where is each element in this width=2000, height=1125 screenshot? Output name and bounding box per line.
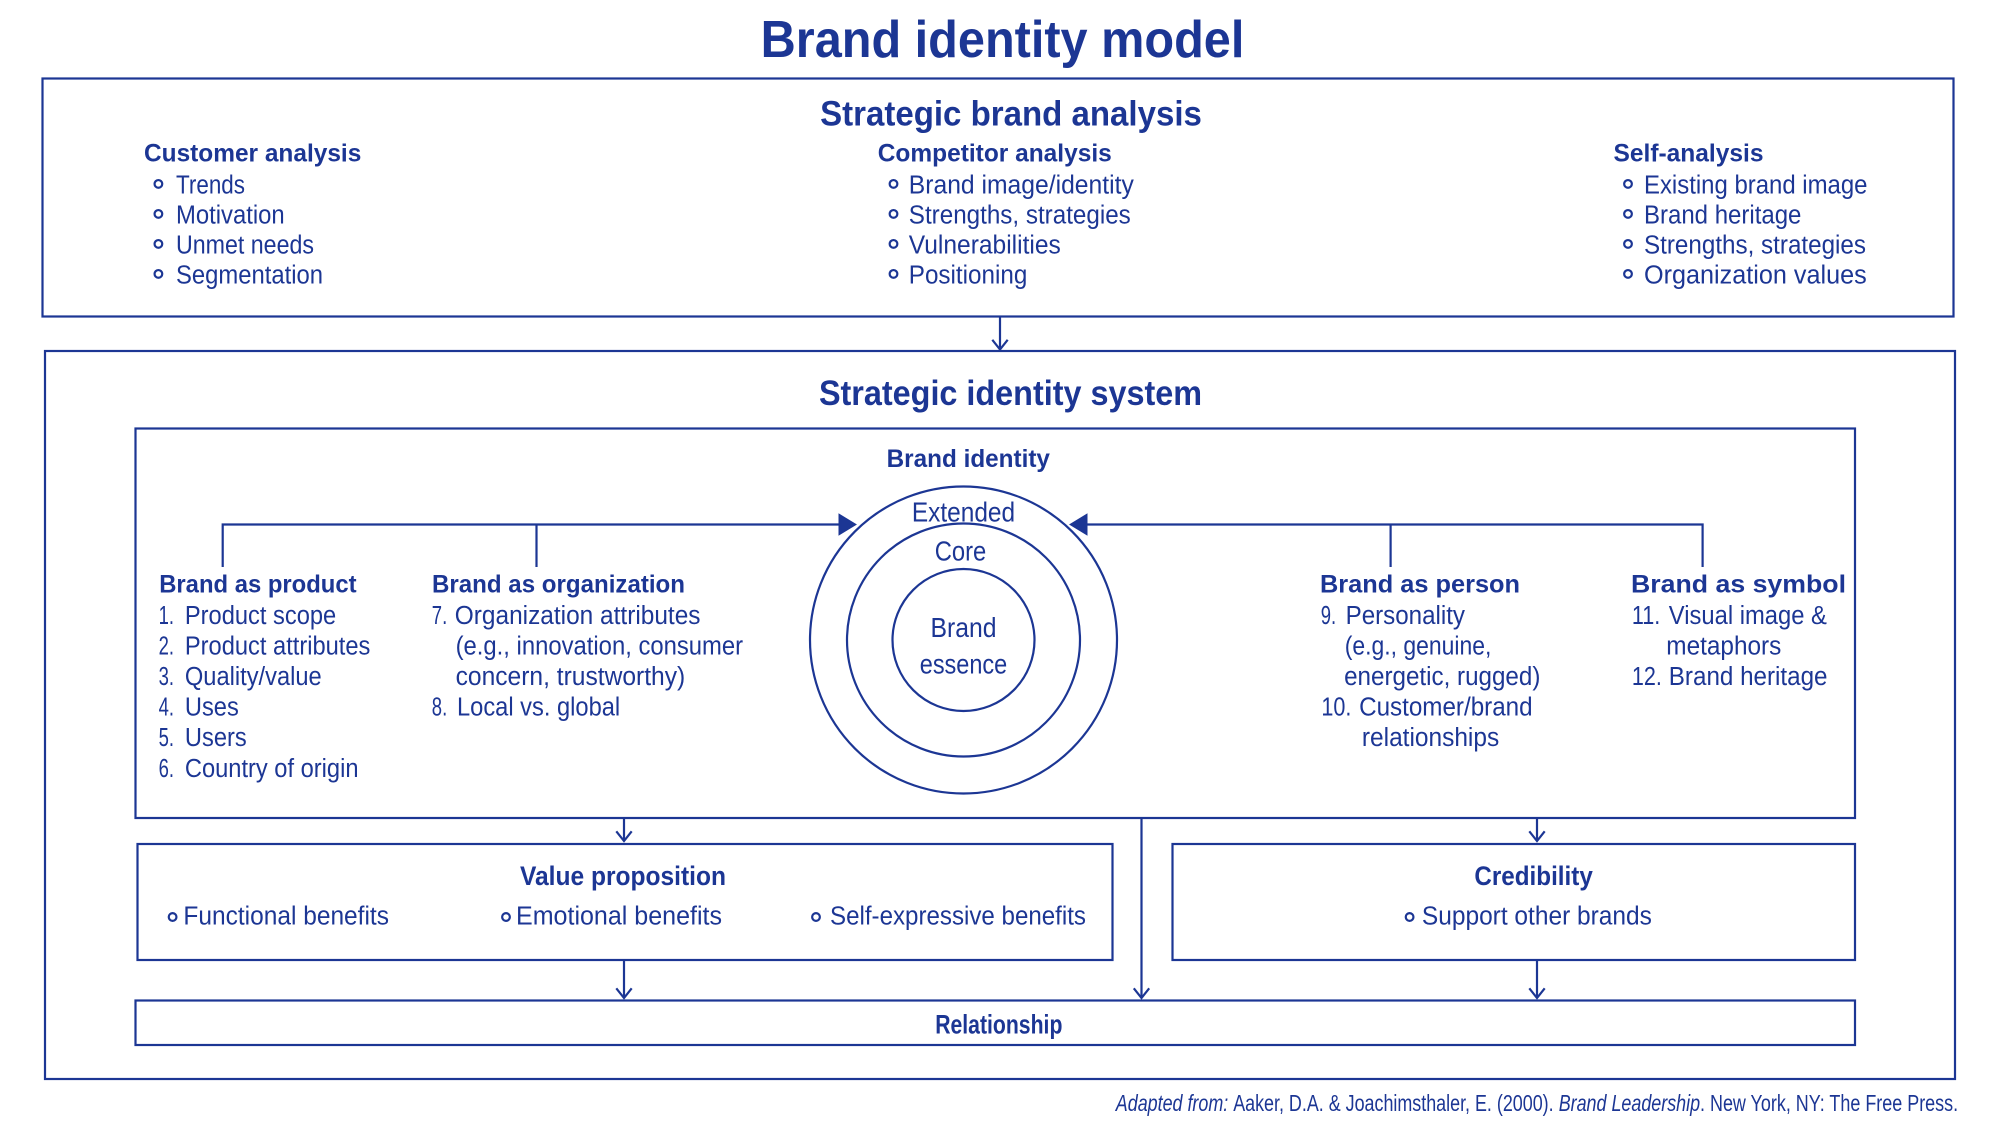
svg-text:Brand identity model: Brand identity model	[761, 11, 1245, 69]
svg-text:12.: 12.	[1632, 661, 1662, 691]
svg-text:Personality: Personality	[1346, 600, 1466, 630]
svg-text:Brand identity: Brand identity	[887, 445, 1050, 473]
svg-text:(e.g., innovation, consumer: (e.g., innovation, consumer	[456, 630, 744, 660]
svg-text:Strategic identity system: Strategic identity system	[819, 374, 1202, 413]
svg-text:Strengths, strategies: Strengths, strategies	[1644, 230, 1866, 260]
svg-text:Value proposition: Value proposition	[520, 861, 726, 891]
svg-text:Uses: Uses	[185, 692, 239, 722]
svg-text:Visual image &: Visual image &	[1669, 600, 1828, 630]
svg-text:Product attributes: Product attributes	[185, 630, 371, 660]
svg-text:Self-expressive benefits: Self-expressive benefits	[830, 900, 1086, 930]
svg-text:Strategic brand analysis: Strategic brand analysis	[820, 95, 1202, 134]
svg-text:Positioning: Positioning	[909, 260, 1028, 290]
svg-text:Brand heritage: Brand heritage	[1644, 200, 1801, 230]
svg-text:Competitor analysis: Competitor analysis	[878, 140, 1112, 168]
svg-text:Unmet needs: Unmet needs	[176, 230, 314, 260]
svg-text:4.: 4.	[159, 692, 174, 722]
svg-text:Existing brand image: Existing brand image	[1644, 170, 1868, 200]
svg-text:(e.g., genuine,: (e.g., genuine,	[1345, 630, 1492, 660]
svg-text:Self-analysis: Self-analysis	[1614, 140, 1764, 168]
svg-text:6.: 6.	[159, 753, 174, 783]
svg-text:. New York, NY: The Free Press: . New York, NY: The Free Press.	[1700, 1090, 1958, 1116]
svg-text:Product scope: Product scope	[185, 600, 336, 630]
svg-text:Brand as person: Brand as person	[1320, 571, 1520, 599]
svg-text:energetic, rugged): energetic, rugged)	[1344, 661, 1540, 691]
svg-text:Organization attributes: Organization attributes	[455, 600, 701, 630]
svg-text:Vulnerabilities: Vulnerabilities	[909, 230, 1061, 260]
svg-text:Strengths, strategies: Strengths, strategies	[909, 200, 1131, 230]
svg-text:8.: 8.	[432, 692, 447, 722]
svg-text:Relationship: Relationship	[935, 1010, 1062, 1040]
svg-text:relationships: relationships	[1362, 722, 1499, 752]
svg-text:3.: 3.	[159, 661, 174, 691]
svg-text:Customer/brand: Customer/brand	[1359, 692, 1533, 722]
svg-text:Organization values: Organization values	[1644, 260, 1867, 290]
svg-text:Brand heritage: Brand heritage	[1669, 661, 1828, 691]
svg-text:2.: 2.	[159, 630, 174, 660]
svg-text:Brand as organization: Brand as organization	[432, 571, 685, 599]
svg-text:7.: 7.	[432, 600, 447, 630]
svg-text:concern, trustworthy): concern, trustworthy)	[456, 661, 686, 691]
svg-text:essence: essence	[920, 649, 1008, 680]
svg-text:11.: 11.	[1632, 600, 1660, 630]
svg-text:Functional benefits: Functional benefits	[183, 900, 389, 930]
svg-text:Core: Core	[935, 535, 987, 566]
svg-text:Aaker, D.A. & Joachimsthaler,: Aaker, D.A. & Joachimsthaler, E. (2000).	[1233, 1090, 1558, 1116]
svg-text:Local vs. global: Local vs. global	[457, 692, 620, 722]
svg-text:Support other brands: Support other brands	[1422, 900, 1652, 930]
svg-text:Segmentation: Segmentation	[176, 260, 323, 290]
svg-text:Brand as product: Brand as product	[159, 571, 357, 599]
svg-text:Trends: Trends	[176, 170, 245, 200]
svg-text:Credibility: Credibility	[1474, 861, 1593, 891]
svg-text:metaphors: metaphors	[1666, 630, 1781, 660]
svg-text:Country of origin: Country of origin	[185, 753, 359, 783]
svg-text:Brand as symbol: Brand as symbol	[1631, 571, 1846, 599]
svg-text:Brand: Brand	[931, 612, 997, 643]
svg-text:9.: 9.	[1321, 600, 1336, 630]
svg-text:Brand image/identity: Brand image/identity	[909, 170, 1135, 200]
svg-text:Extended: Extended	[912, 496, 1015, 527]
svg-text:Quality/value: Quality/value	[185, 661, 322, 691]
svg-text:1.: 1.	[159, 600, 174, 630]
svg-text:Users: Users	[185, 722, 247, 752]
svg-text:Brand Leadership: Brand Leadership	[1559, 1090, 1700, 1116]
svg-text:Emotional benefits: Emotional benefits	[516, 900, 722, 930]
svg-text:Customer analysis: Customer analysis	[144, 140, 361, 168]
svg-text:5.: 5.	[159, 722, 174, 752]
svg-text:Adapted from:: Adapted from:	[1114, 1090, 1233, 1116]
svg-text:10.: 10.	[1321, 692, 1351, 722]
svg-text:Motivation: Motivation	[176, 200, 285, 230]
